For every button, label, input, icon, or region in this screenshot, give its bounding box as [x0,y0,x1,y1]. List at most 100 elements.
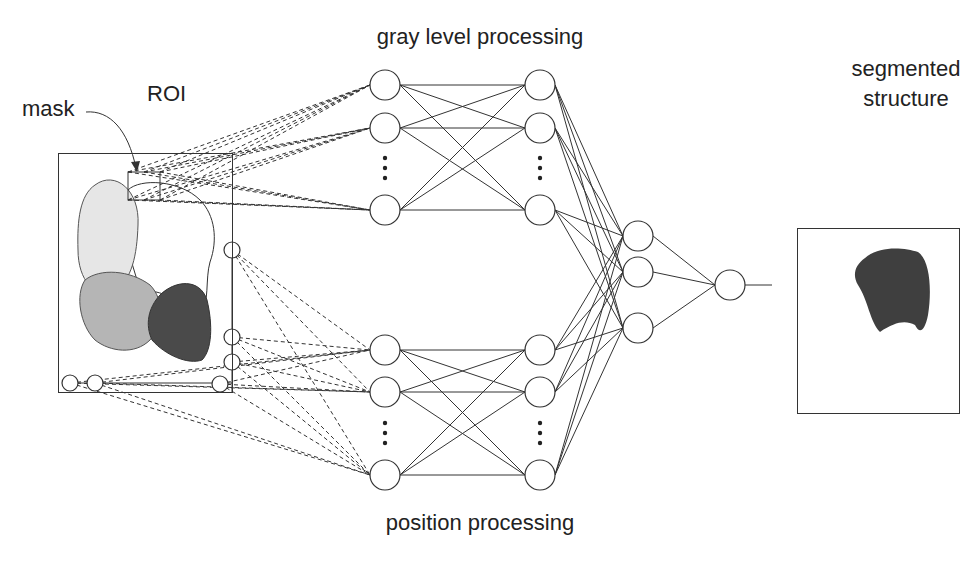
neuron [623,221,653,251]
weight-line [555,210,623,236]
weight-line [400,392,525,475]
neuron [525,195,555,225]
ellipsis-dots [383,441,387,445]
neuron [370,335,400,365]
weight-line [653,236,715,285]
weight-line [400,475,525,476]
mask-connection [128,200,370,210]
position-input [212,376,228,392]
position-input-connection [232,337,370,392]
weight-line [400,85,525,128]
neuron [525,377,555,407]
neuron [370,113,400,143]
weight-line [555,272,623,350]
segmented-shape [855,249,930,332]
weight-line [555,128,623,272]
mask-connection [128,128,370,172]
mask-connection [128,172,370,210]
weight-line [400,350,525,392]
neuron [623,257,653,287]
neuron [525,70,555,100]
position-input-connection [220,384,370,475]
ellipsis-dots [538,441,542,445]
weight-line [555,85,623,272]
weight-line [400,392,525,393]
mask-label: mask [22,96,75,122]
result-box: segmented structure [797,228,960,414]
ellipsis-dots [383,176,387,180]
weight-line [400,85,525,128]
ellipsis-dots [383,156,387,160]
mask-connection [144,128,370,172]
ellipsis-dots [538,421,542,425]
weight-line [555,236,623,392]
position-input [224,354,240,370]
ellipsis-dots [383,166,387,170]
weight-line [400,128,525,129]
position-input [87,375,103,391]
mask-connection [144,200,370,210]
position-input-connection [232,250,370,350]
weight-line [555,328,623,475]
mask-connection [160,85,370,200]
position-input-connection [220,350,370,384]
weight-line [400,350,525,475]
ellipsis-dots [383,421,387,425]
position-input-connection [232,362,370,392]
layer-group-label: position processing [386,510,574,536]
weight-line [653,285,715,328]
box-heading: segmented structure [836,54,962,114]
mask-window [128,172,160,200]
ellipsis-dots [383,431,387,435]
weight-line [400,210,525,211]
position-input-connection [232,362,370,475]
weight-line [555,328,623,392]
position-input [224,329,240,345]
neuron [525,335,555,365]
position-input [224,242,240,258]
ellipsis-dots [538,156,542,160]
weight-line [555,210,623,272]
mask-connection [144,172,370,210]
mask-leader [86,112,136,168]
weight-line [555,85,623,328]
box-heading: ROI [147,79,227,109]
weight-line [400,392,525,475]
mask-connection [160,128,370,200]
weight-line [400,350,525,392]
neuron [370,460,400,490]
weight-line [400,350,525,475]
ellipsis-dots [538,431,542,435]
neuron [623,313,653,343]
position-input-connection [70,383,370,475]
roi-box: ROI [58,153,233,393]
neuron [525,460,555,490]
weight-line [400,85,525,210]
weight-line [400,128,525,210]
weight-line [400,350,525,351]
position-input [62,375,78,391]
weight-line [555,128,623,328]
neuron [370,377,400,407]
weight-line [555,236,623,475]
dark-organ [148,284,210,362]
ellipsis-dots [538,166,542,170]
mid-organ [80,272,160,350]
weight-line [400,85,525,210]
weight-line [400,128,525,210]
output-neuron [715,270,745,300]
weight-line [400,85,525,86]
neuron [370,195,400,225]
layer-group-label: gray level processing [377,24,584,50]
weight-line [653,272,715,285]
weight-line [555,272,623,475]
output-line [745,285,772,286]
neuron [525,113,555,143]
neuron [370,70,400,100]
weight-line [555,85,623,236]
position-input-connection [95,383,370,475]
position-input-connection [232,250,370,392]
ellipsis-dots [538,176,542,180]
position-input-connection [232,337,370,350]
